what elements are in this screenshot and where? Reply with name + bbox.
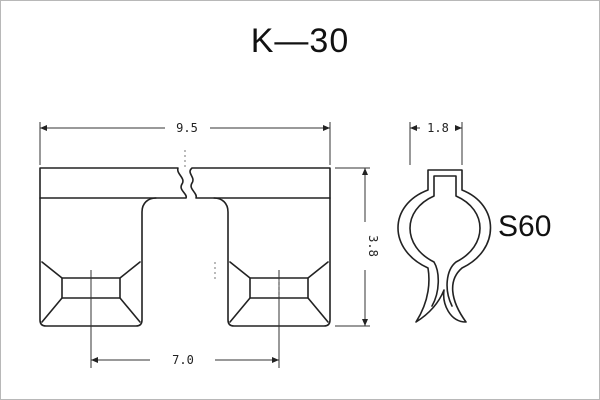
side-label: S60 [498,210,551,243]
left-leg [39,197,157,327]
side-view-profile [397,169,492,323]
dim-pitch: 7.0 [172,353,194,367]
front-view-outline [39,167,331,199]
part-number-title: K—30 [250,22,350,60]
dim-width-overall: 9.5 [176,121,198,135]
dim-thickness: 1.8 [427,121,449,135]
right-leg [213,197,331,327]
dim-height: 3.8 [366,235,380,257]
